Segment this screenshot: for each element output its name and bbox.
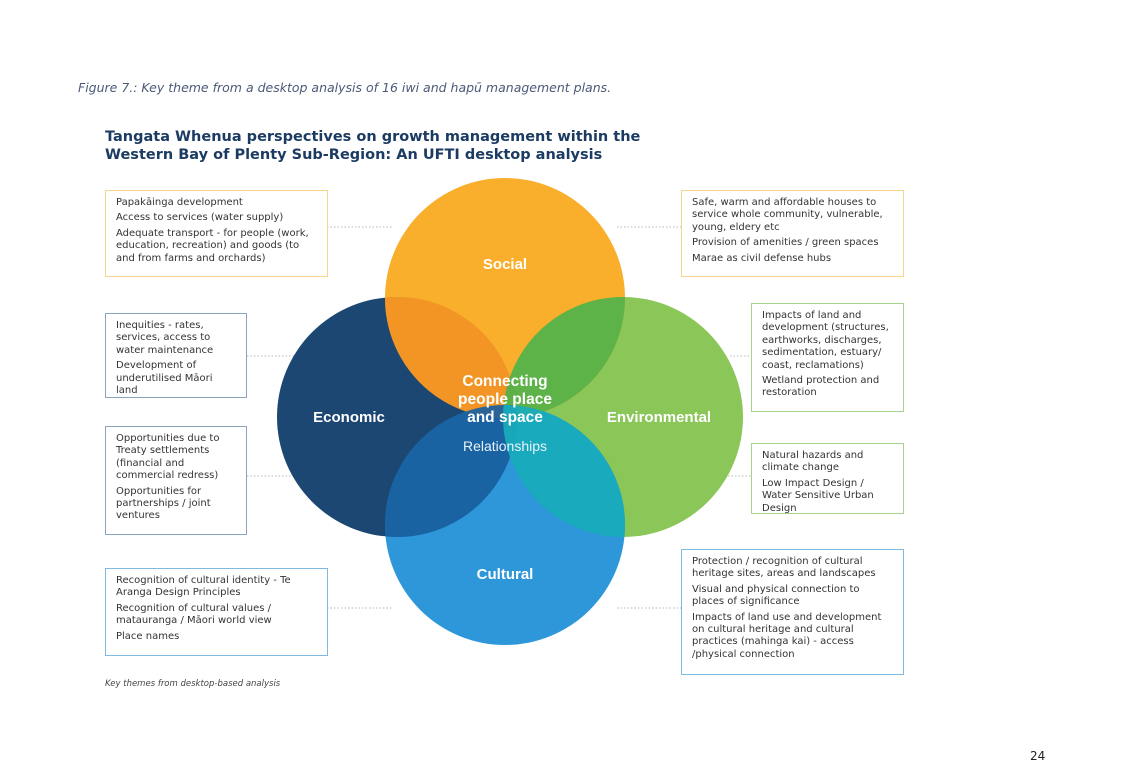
social-label: Social	[483, 256, 527, 273]
box-economic-bottom: Opportunities due to Treaty settlements …	[105, 426, 247, 535]
box-item: Marae as civil defense hubs	[692, 252, 832, 264]
cultural-label: Cultural	[477, 566, 534, 583]
box-item: Visual and physical connection to places…	[692, 583, 860, 608]
box-item: Opportunities due to Treaty settlements …	[116, 433, 220, 482]
center-subtitle: Relationships	[463, 438, 547, 454]
box-item: Adequate transport - for people (work, e…	[116, 227, 309, 264]
figure-caption: Figure 7.: Key theme from a desktop anal…	[78, 80, 612, 95]
box-item: Low Impact Design / Water Sensitive Urba…	[762, 477, 874, 514]
footnote: Key themes from desktop-based analysis	[105, 679, 281, 689]
box-item: Recognition of cultural identity - Te Ar…	[116, 575, 291, 599]
diagram-title: Tangata Whenua perspectives on growth ma…	[105, 129, 641, 163]
box-item: Impacts of land use and development on c…	[692, 611, 882, 660]
box-item: Wetland protection and restoration	[762, 375, 880, 399]
environmental-label: Environmental	[607, 409, 711, 426]
box-item: Provision of amenities / green spaces	[692, 237, 879, 249]
box-item: Opportunities for partnerships / joint v…	[116, 485, 211, 522]
box-economic-top: Inequities - rates, services, access to …	[105, 313, 247, 398]
box-item: Place names	[116, 630, 180, 642]
box-social-right: Safe, warm and affordable houses to serv…	[681, 190, 904, 277]
center-title-line1: Connecting	[462, 373, 547, 390]
box-item: Impacts of land and development (structu…	[762, 310, 889, 371]
connector-lines	[247, 226, 751, 609]
box-item: Recognition of cultural values / mataura…	[116, 602, 272, 627]
center-title-line3: and space	[467, 409, 543, 426]
box-item: Inequities - rates, services, access to …	[116, 320, 214, 356]
page-number: 24	[1030, 749, 1046, 763]
box-item: Papakāinga development	[116, 197, 243, 208]
box-environmental-top: Impacts of land and development (structu…	[751, 303, 904, 412]
box-environmental-bottom: Natural hazards and climate change Low I…	[751, 443, 904, 514]
box-item: Natural hazards and climate change	[762, 450, 864, 474]
box-social-left: Papakāinga development Access to service…	[105, 190, 328, 277]
box-item: Development of underutilised Māori land	[116, 360, 213, 397]
box-item: Safe, warm and affordable houses to serv…	[692, 197, 883, 233]
box-item: Access to services (water supply)	[116, 212, 284, 224]
box-item: Protection / recognition of cultural her…	[692, 556, 876, 580]
center-title-line2: people place	[458, 391, 552, 408]
box-cultural-right: Protection / recognition of cultural her…	[681, 549, 904, 675]
economic-label: Economic	[313, 409, 385, 426]
box-cultural-left: Recognition of cultural identity - Te Ar…	[105, 568, 328, 656]
